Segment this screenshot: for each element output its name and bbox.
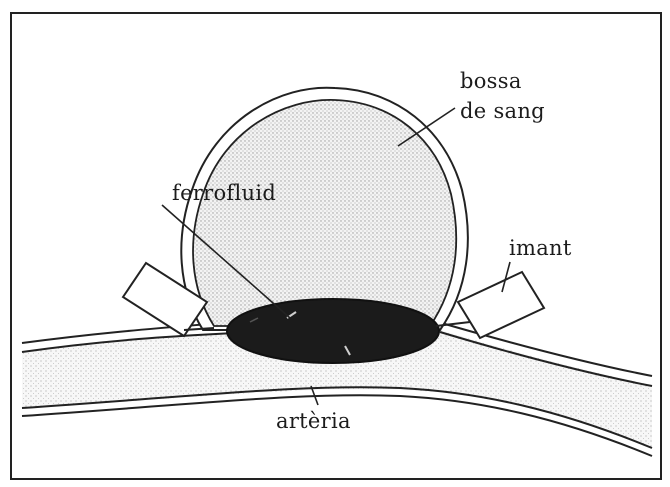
ferrofluid-label: ferrofluid [172,180,276,206]
magnet-label: imant [509,235,572,261]
blood-bag-label-line1: bossa [460,68,522,94]
blood-bag-label-line2: de sang [460,98,545,124]
artery-label: artèria [276,408,351,434]
ferrofluid-blob [227,299,439,363]
